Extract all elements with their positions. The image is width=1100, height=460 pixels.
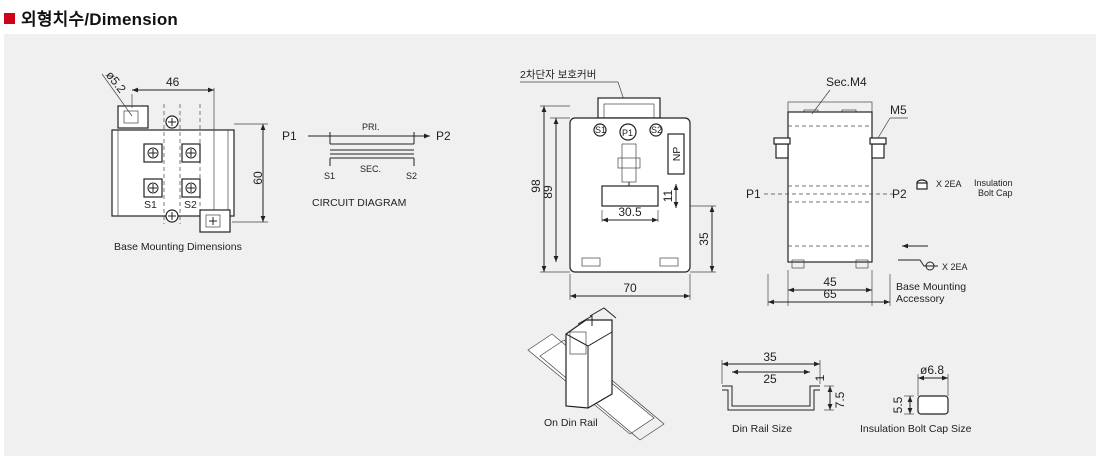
side-p1-label: P1 <box>746 187 761 201</box>
front-s1-label: S1 <box>595 125 606 135</box>
din-rail-size-caption: Din Rail Size <box>732 423 792 435</box>
m5-label: M5 <box>890 103 907 117</box>
front-view-drawing <box>520 81 716 300</box>
sec-m4-label: Sec.M4 <box>826 75 867 89</box>
red-square-icon <box>4 12 15 24</box>
din-rail-caption: On Din Rail <box>544 417 598 429</box>
dim-45-label: 45 <box>823 275 837 289</box>
dim-98-label: 98 <box>529 179 543 193</box>
np-label: NP <box>671 147 683 162</box>
din-dim-7-5-label: 7.5 <box>833 391 847 408</box>
dim-70-label: 70 <box>623 281 637 295</box>
bolt-cap-height-label: 5.5 <box>891 396 905 413</box>
dim-height-label: 60 <box>251 171 265 185</box>
dim-35-label: 35 <box>697 232 711 246</box>
dim-65-label: 65 <box>823 287 837 301</box>
dim-11-label: 11 <box>661 189 675 202</box>
bolt-cap-size-drawing <box>904 374 949 415</box>
side-view-drawing <box>764 89 908 306</box>
base-accessory-label-1: Base Mounting <box>896 281 966 293</box>
side-p2-label: P2 <box>892 187 907 201</box>
circuit-s1-label: S1 <box>324 171 335 181</box>
dimension-drawing: ø5.2 46 60 S1 S2 Base Mounting Dimension… <box>101 68 1013 441</box>
base-accessory-qty: X 2EA <box>942 262 968 272</box>
circuit-s2-label: S2 <box>406 171 417 181</box>
base-accessory-label-2: Accessory <box>896 293 945 305</box>
front-p1-label: P1 <box>622 128 633 138</box>
accessories-drawing <box>898 179 938 271</box>
cover-label: 2차단자 보호커버 <box>520 69 596 81</box>
din-dim-25-label: 25 <box>763 372 777 386</box>
base-mounting-drawing <box>101 73 268 233</box>
dim-width-label: 46 <box>166 75 180 89</box>
dim-hole-label: ø5.2 <box>103 68 129 96</box>
bolt-cap-dia-label: ø6.8 <box>920 363 944 377</box>
section-title: 외형치수/Dimension <box>21 9 178 29</box>
circuit-p2-label: P2 <box>436 129 451 143</box>
din-rail-size-drawing <box>721 360 834 411</box>
section-header: 외형치수/Dimension <box>4 4 178 30</box>
circuit-diagram-caption: CIRCUIT DIAGRAM <box>312 197 406 209</box>
din-dim-1-label: 1 <box>813 374 827 381</box>
terminal-s1-label: S1 <box>144 199 157 211</box>
circuit-diagram <box>308 132 430 166</box>
circuit-p1-label: P1 <box>282 129 297 143</box>
din-rail-isometric <box>527 307 665 441</box>
bolt-cap-label-1: Insulation <box>974 178 1013 188</box>
bolt-cap-label-2: Bolt Cap <box>978 188 1013 198</box>
circuit-sec-label: SEC. <box>360 164 381 174</box>
front-s2-label: S2 <box>651 125 662 135</box>
din-dim-35-label: 35 <box>763 350 777 364</box>
bolt-cap-qty: X 2EA <box>936 179 962 189</box>
base-mounting-caption: Base Mounting Dimensions <box>114 241 242 253</box>
bolt-cap-size-caption: Insulation Bolt Cap Size <box>860 423 972 435</box>
dim-30-5-label: 30.5 <box>618 205 642 219</box>
dimension-panel: ø5.2 46 60 S1 S2 Base Mounting Dimension… <box>4 34 1096 456</box>
terminal-s2-label: S2 <box>184 199 197 211</box>
dim-89-label: 89 <box>541 185 555 199</box>
circuit-pri-label: PRI. <box>362 122 380 132</box>
